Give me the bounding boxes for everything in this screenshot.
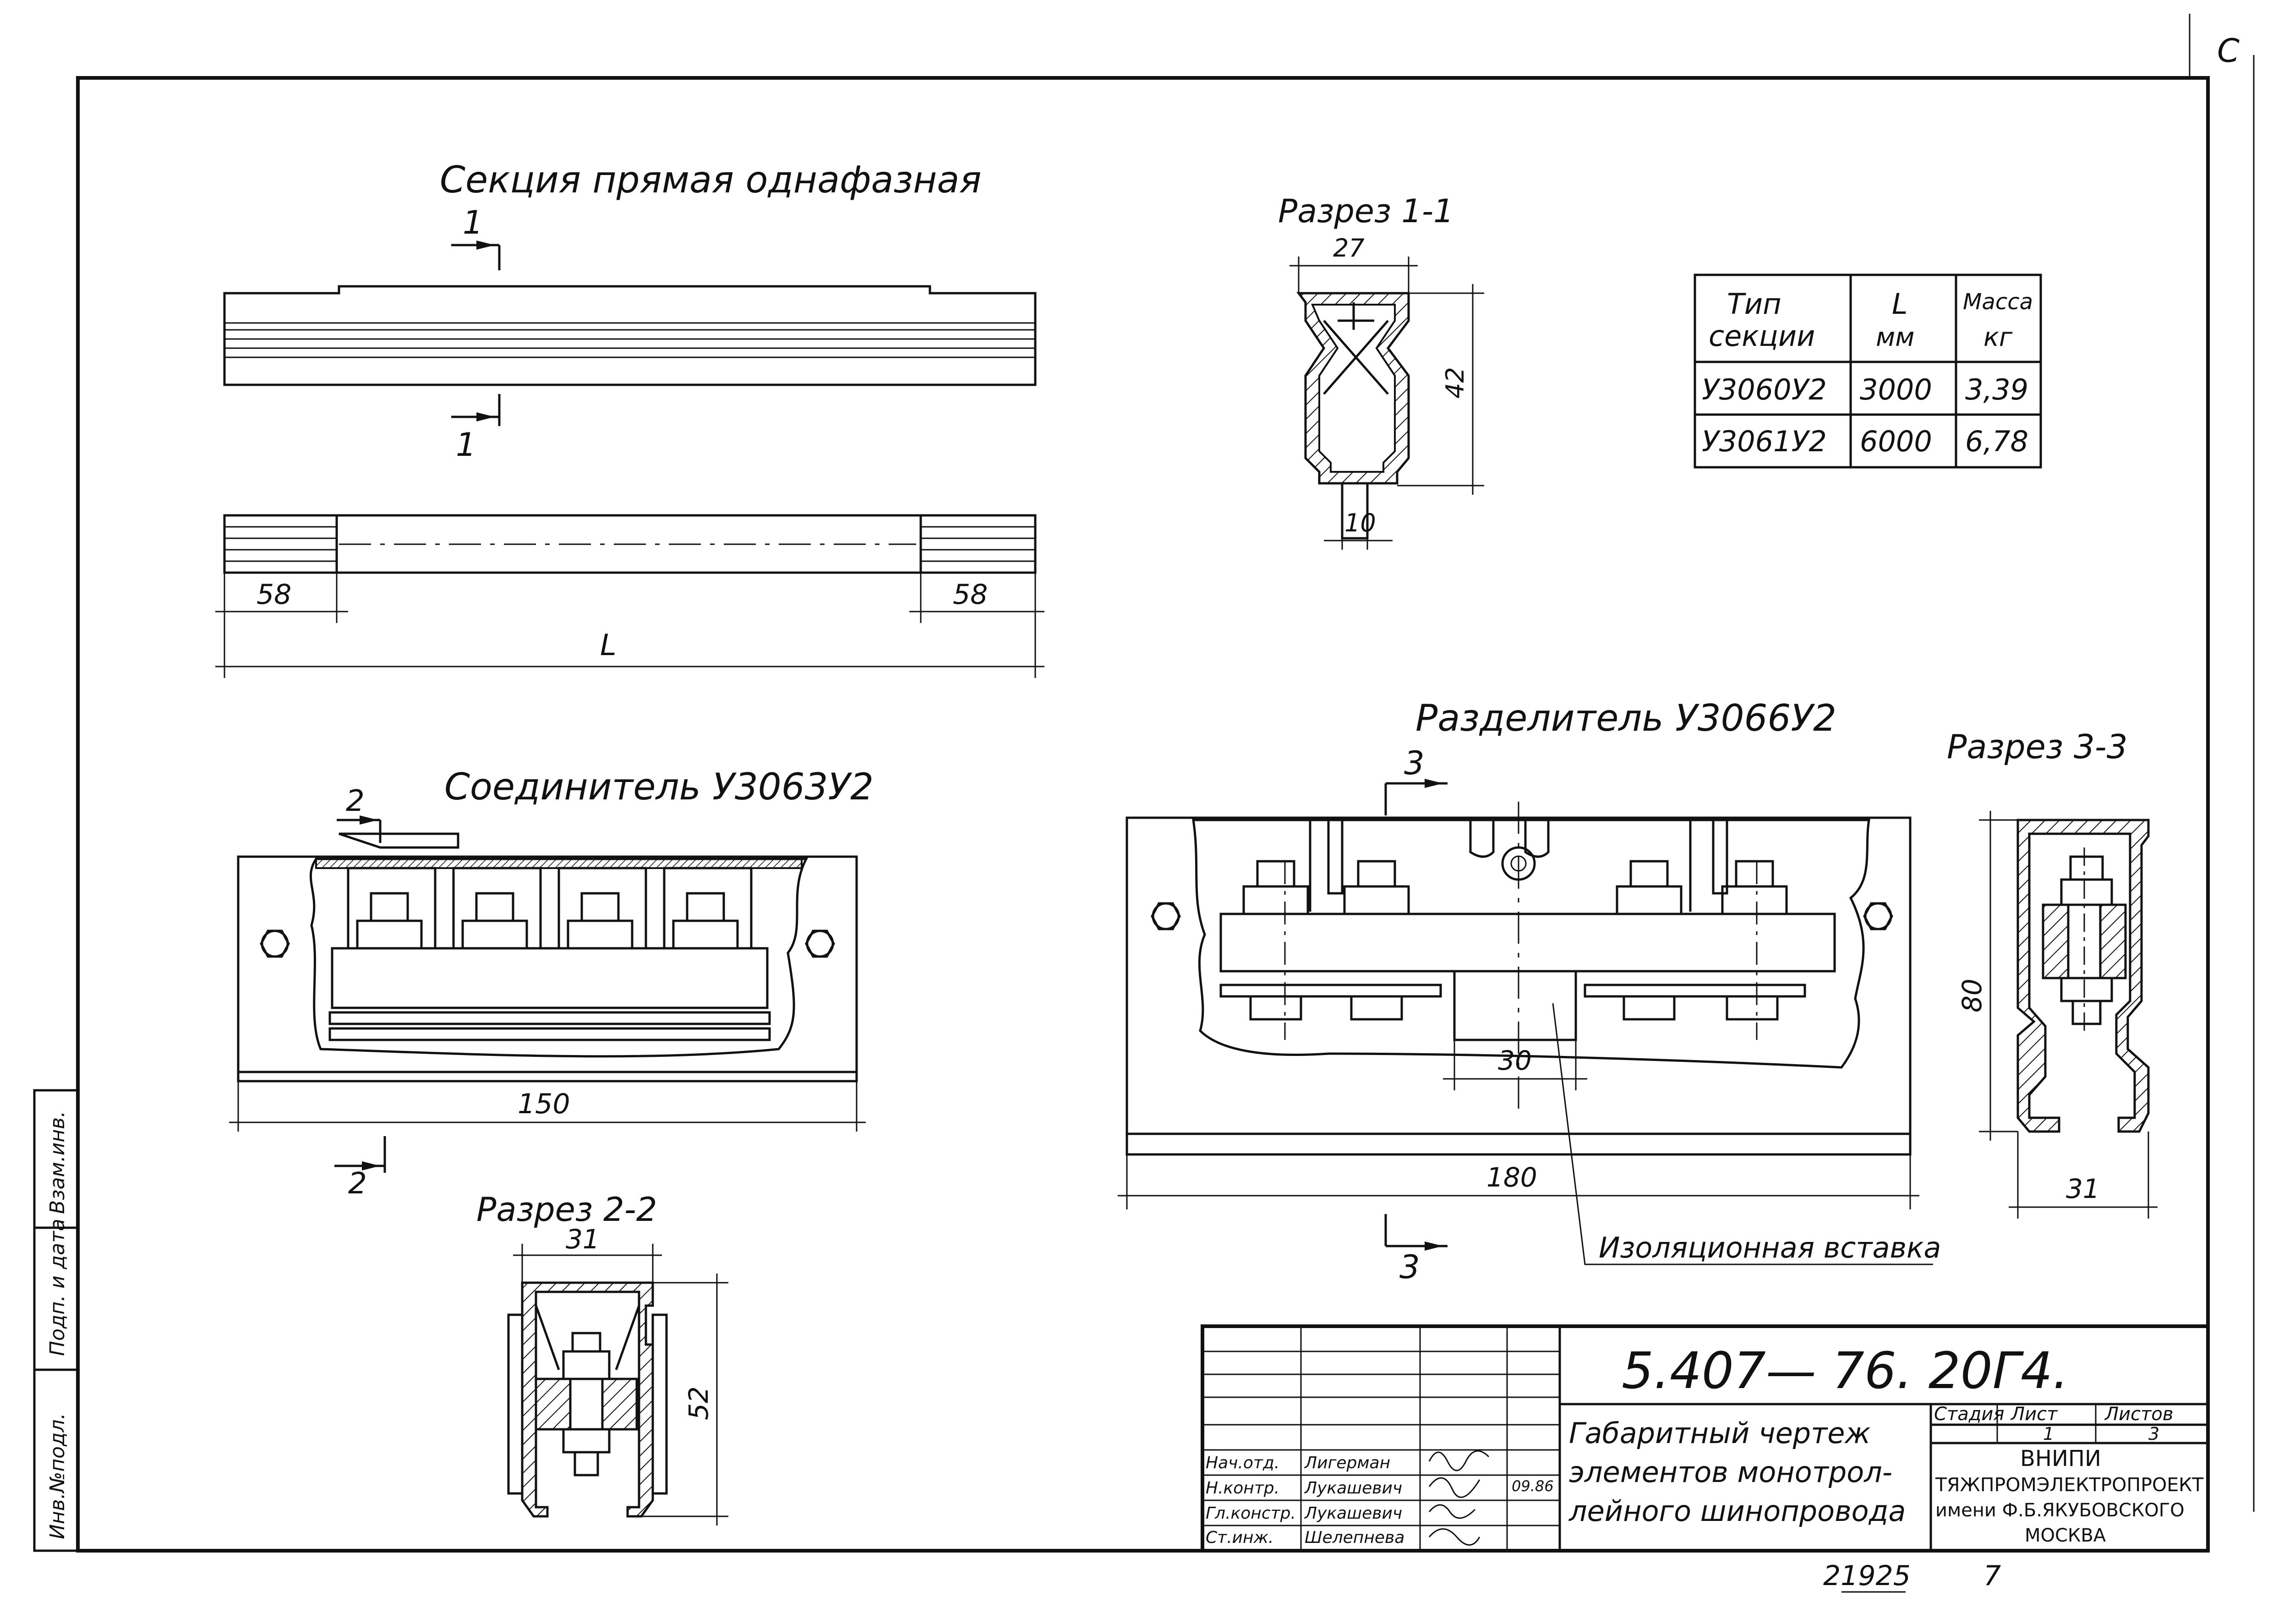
row-2-type: У3061У2: [1702, 425, 1827, 458]
sheet-frame: С: [76, 14, 2255, 1553]
org-line-1: ВНИПИ: [2020, 1446, 2101, 1471]
signer-3-role: Гл.констр.: [1206, 1504, 1296, 1523]
signer-4-name: Шелепнева: [1305, 1528, 1404, 1547]
cut-label-bottom: 2: [348, 1167, 367, 1201]
signer-3-name: Лукашевич: [1304, 1504, 1402, 1523]
drawing-title-2: элементов монотрол-: [1569, 1455, 1892, 1489]
footer: 21925 7: [1823, 1560, 2001, 1593]
row-1-l: 3000: [1860, 373, 1932, 406]
connector-bolts: [328, 867, 771, 1041]
signer-2-date: 09.86: [1512, 1477, 1554, 1495]
sheets-header: Листов: [2104, 1404, 2173, 1425]
row-2-mass: 6,78: [1965, 425, 2028, 458]
strip-label-1: Взам.инв.: [46, 1111, 69, 1214]
title-block: Нач.отд. Лигерман Н.контр. Лукашевич 09.…: [1201, 1324, 2210, 1553]
view-section-3-3: Разрез 3-3 80 31: [1947, 727, 2158, 1219]
view-section-1-1: Разрез 1-1 27 42 10: [1278, 192, 1484, 550]
sheet-no: 1: [2043, 1424, 2054, 1444]
sheet-header: Лист: [2010, 1404, 2058, 1425]
insert-label: Изоляционная вставка: [1599, 1231, 1941, 1264]
dim-width: 27: [1333, 234, 1365, 262]
view-title: Секция прямая однафазная: [440, 159, 982, 201]
org-line-4: МОСКВА: [2025, 1525, 2106, 1546]
cut-label-bottom: 1: [456, 426, 476, 464]
strip-label-2: Подп. и дата: [46, 1219, 69, 1356]
dim-width: 150: [518, 1088, 570, 1120]
signatures: [1428, 1450, 1490, 1546]
inv-number: 21925: [1823, 1560, 1911, 1592]
spec-table: Тип секции L мм Масса кг У3060У2 3000 3,…: [1694, 273, 2042, 469]
view-title: Разрез 2-2: [476, 1190, 657, 1229]
cut-label-top: 3: [1404, 744, 1425, 782]
drawing-title-3: лейного шинопровода: [1568, 1494, 1906, 1528]
header-l-2: мм: [1876, 323, 1915, 352]
header-mass-2: кг: [1983, 323, 2013, 352]
cut-label-bottom: 3: [1399, 1248, 1420, 1286]
view-title: Разделитель У3066У2: [1415, 697, 1836, 739]
view-title: Соединитель У3063У2: [444, 766, 874, 808]
cut-label-top: 1: [463, 204, 483, 241]
dim-bottom: 10: [1344, 509, 1376, 537]
header-type-1: Тип: [1727, 287, 1781, 321]
signer-1-name: Лигерман: [1304, 1454, 1390, 1472]
strip-label-3: Инв.№подл.: [46, 1413, 69, 1539]
header-l-1: L: [1892, 287, 1908, 321]
corner-mark: С: [2217, 32, 2240, 70]
dim-height: 42: [1441, 367, 1470, 399]
sheets-total: 3: [2148, 1424, 2159, 1444]
drawing-title-1: Габаритный чертеж: [1569, 1416, 1870, 1450]
row-1-mass: 3,39: [1965, 373, 2028, 406]
dim-gap: 30: [1498, 1045, 1532, 1076]
dim-height: 80: [1956, 979, 1988, 1012]
row-1-type: У3060У2: [1702, 373, 1827, 406]
dim-left: 58: [257, 579, 291, 611]
view-section-straight: Секция прямая однафазная 1 1: [215, 159, 1044, 678]
dim-right: 58: [953, 579, 988, 611]
dim-height: 52: [683, 1386, 714, 1420]
signer-4-role: Ст.инж.: [1206, 1528, 1273, 1547]
view-title: Разрез 3-3: [1947, 727, 2128, 766]
signer-1-role: Нач.отд.: [1206, 1454, 1279, 1472]
header-type-2: секции: [1709, 319, 1815, 353]
row-2-l: 6000: [1860, 425, 1932, 458]
view-title: Разрез 1-1: [1278, 192, 1454, 230]
stage-header: Стадия: [1934, 1404, 2004, 1425]
dim-width: 31: [566, 1224, 600, 1255]
dim-width: 180: [1486, 1162, 1537, 1193]
dim-total: L: [600, 629, 617, 662]
header-mass-1: Масса: [1963, 289, 2033, 315]
signer-2-role: Н.контр.: [1206, 1479, 1279, 1498]
dim-width: 31: [2066, 1173, 2100, 1204]
view-connector: Соединитель У3063У2: [229, 766, 874, 1201]
left-strip: Взам.инв. Подп. и дата Инв.№подл.: [33, 1089, 79, 1552]
org-line-3: имени Ф.Б.ЯКУБОВСКОГО: [1935, 1500, 2185, 1521]
page-number: 7: [1983, 1560, 2001, 1592]
signer-2-name: Лукашевич: [1304, 1479, 1402, 1498]
org-line-2: ТЯЖПРОМЭЛЕКТРОПРОЕКТ: [1935, 1474, 2204, 1496]
view-section-2-2: Разрез 2-2 31 52: [476, 1190, 728, 1526]
drawing-code: 5.407— 76. 20Г4.: [1622, 1341, 2069, 1400]
view-separator: Разделитель У3066У2 3 3: [1118, 697, 1941, 1286]
cut-label-top: 2: [346, 784, 365, 818]
